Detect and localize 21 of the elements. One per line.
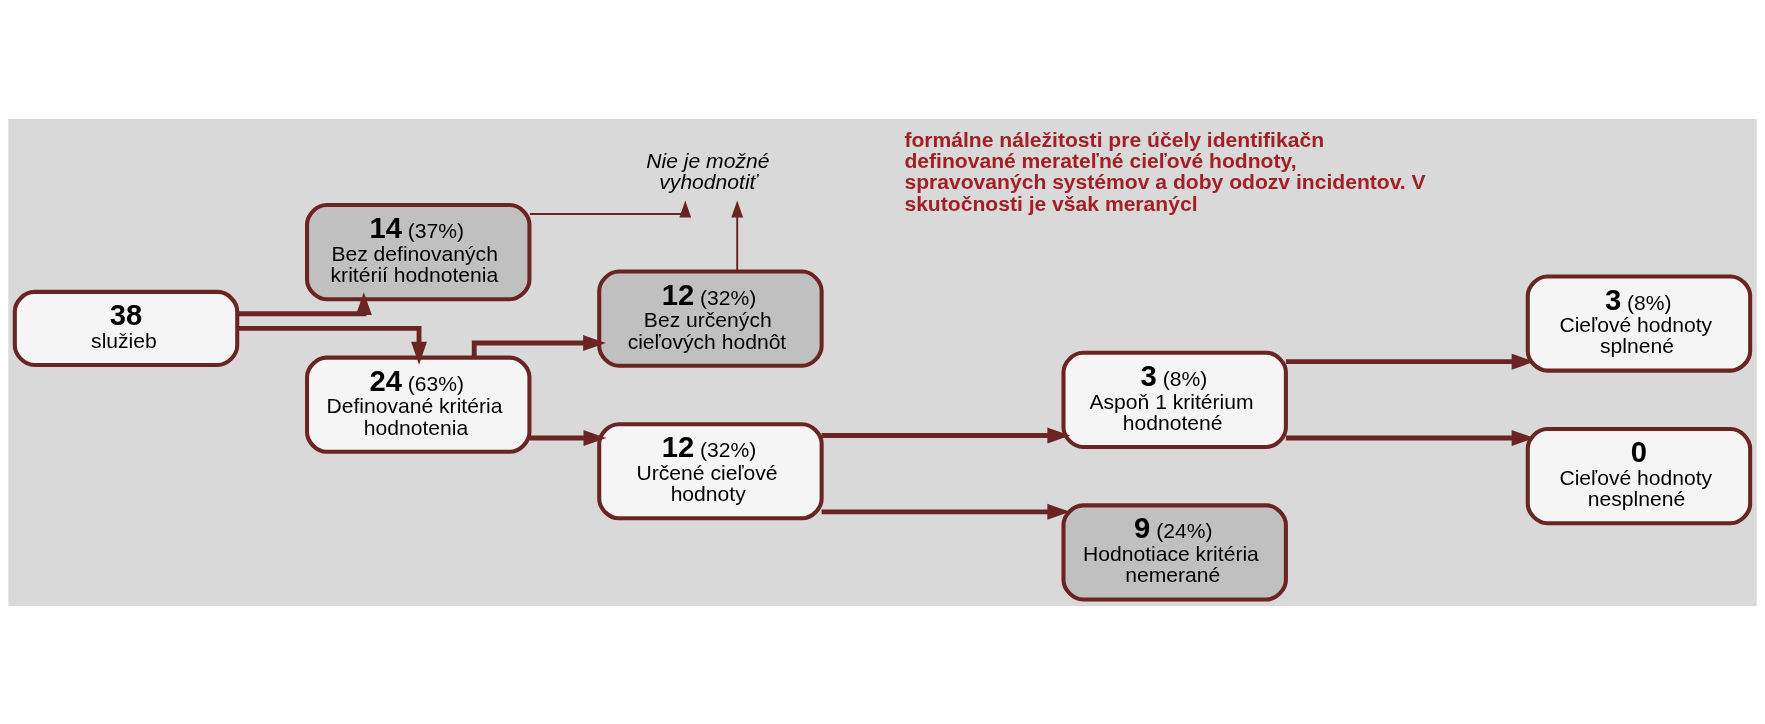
node-box: 24 (63%) Definované kritéria hodnotenia xyxy=(305,355,532,454)
arrow xyxy=(528,200,692,217)
arrow xyxy=(821,427,1071,444)
node-box: 3 (8%) Cieľové hodnoty splnené xyxy=(1525,273,1753,373)
arrow xyxy=(821,503,1071,520)
node-box: 12 (32%) Bez určených cieľových hodnôt xyxy=(597,269,824,368)
node-text: Nie je možné vyhodnotiť xyxy=(646,148,770,193)
node-box: 14 (37%) Bez definovaných kritérií hodnotenia xyxy=(305,202,532,301)
node-box: 3 (8%) Aspoň 1 kritérium hodnotené xyxy=(1061,350,1288,449)
arrow xyxy=(237,325,427,365)
arrow xyxy=(471,334,606,357)
node-box: 0 Cieľové hodnoty nesplnené xyxy=(1525,426,1753,525)
label: formálne náležitosti pre účely identifikačn definované merateľné cieľové hodnoty, spravovaných systémov a doby odozv incidentov. V skutočnosti je však meranýcl xyxy=(904,127,1426,215)
arrow xyxy=(237,291,372,316)
arrow xyxy=(731,200,744,272)
node-box: 9 (24%) Hodnotiace kritéria nemerané xyxy=(1061,502,1288,602)
arrow xyxy=(529,429,607,446)
node-box: 38 služieb xyxy=(12,289,240,367)
arrow xyxy=(1285,429,1535,446)
arrow xyxy=(1285,353,1535,370)
node-box: 12 (32%) Určené cieľové hodnoty xyxy=(597,421,824,520)
